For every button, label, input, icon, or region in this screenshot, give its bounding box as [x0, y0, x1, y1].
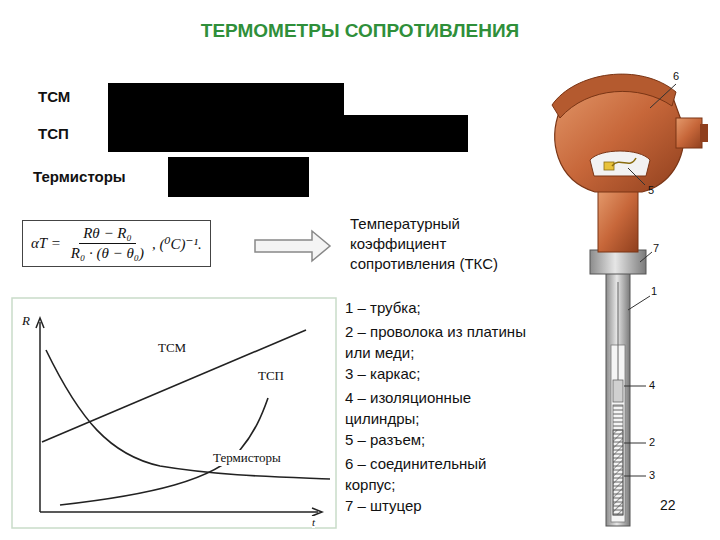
callout-number: 6: [673, 70, 679, 82]
thermometer: [552, 74, 708, 526]
axis-arrow: [312, 508, 322, 516]
type-label: ТСП: [38, 125, 69, 142]
fraction: Rθ − R₀R₀ · (θ − θ₀): [67, 225, 148, 262]
graph-frame: [12, 298, 336, 528]
axis-arrow: [36, 318, 44, 328]
image-block: [108, 83, 344, 116]
term-label: Температурный коэффициент сопротивления …: [350, 214, 520, 274]
callout-number: 5: [648, 184, 654, 196]
axis: [40, 511, 318, 513]
page-number: 22: [660, 497, 676, 513]
curve-label: Термисторы: [213, 450, 281, 466]
axis-label: R: [22, 313, 30, 329]
image-block: [108, 115, 468, 152]
type-label: Термисторы: [33, 168, 126, 185]
axis: [39, 322, 41, 512]
hollow-arrow: [255, 231, 330, 261]
callout-number: 4: [649, 379, 655, 391]
callout-number: 7: [653, 242, 659, 254]
curve-label: ТСМ: [158, 340, 186, 356]
curve-thermistor: [46, 350, 330, 479]
type-label: ТСМ: [38, 88, 70, 105]
numerator: Rθ − R₀: [79, 225, 136, 244]
legend-item: 3 – каркас;: [345, 365, 421, 382]
axis-label: t: [312, 516, 315, 528]
callout-number: 1: [651, 285, 657, 297]
legend-item: 1 – трубка;: [345, 299, 421, 316]
legend-item: 7 – штуцер: [345, 497, 422, 514]
legend-item: 4 – изоляционные цилиндры;: [345, 387, 530, 429]
image-block: [168, 157, 309, 197]
legend-item: 5 – разъем;: [345, 431, 425, 448]
callout-number: 2: [649, 436, 655, 448]
page-title: ТЕРМОМЕТРЫ СОПРОТИВЛЕНИЯ: [0, 20, 720, 42]
formula-lhs: αT =: [31, 235, 61, 252]
legend-item: 6 – соединительный корпус;: [345, 453, 535, 495]
formula-box: αT = Rθ − R₀R₀ · (θ − θ₀), (⁰C)⁻¹.: [22, 220, 211, 267]
curve-label: ТСП: [258, 368, 284, 384]
leader-lines: [624, 84, 676, 476]
callout-number: 3: [649, 469, 655, 481]
formula-unit: , (⁰C)⁻¹.: [152, 235, 202, 253]
curve-tsm: [42, 330, 306, 442]
legend-item: 2 – проволока из платины или меди;: [345, 321, 530, 363]
denominator: R₀ · (θ − θ₀): [67, 244, 148, 262]
